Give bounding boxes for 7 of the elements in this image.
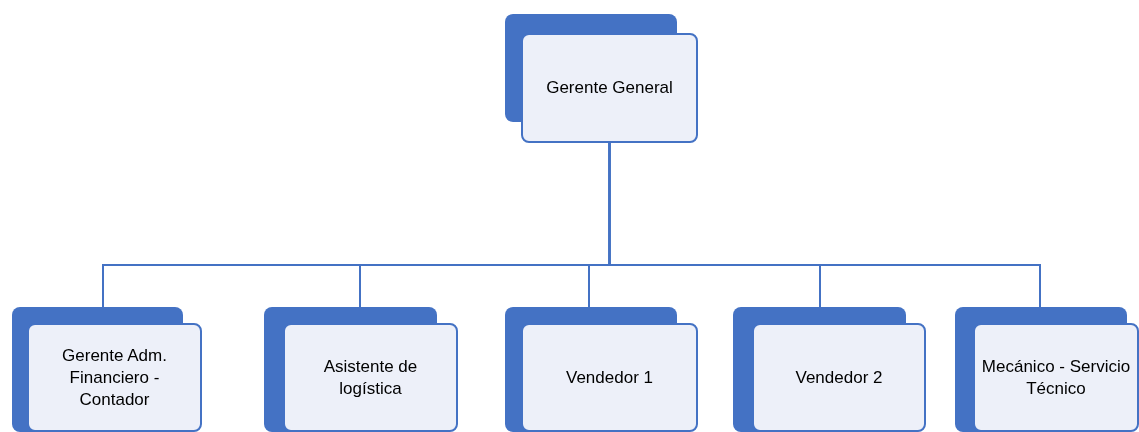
position-title: Vendedor 1 (566, 366, 653, 389)
position-title: Vendedor 2 (795, 366, 883, 389)
connector-line (608, 142, 1041, 308)
position-title: Mecánico - Servicio Técnico (981, 355, 1131, 400)
position-title: Gerente Adm. Financiero - Contador (61, 344, 168, 411)
position-title: Gerente General (546, 77, 673, 99)
position-title: Asistente de logística (322, 355, 419, 400)
